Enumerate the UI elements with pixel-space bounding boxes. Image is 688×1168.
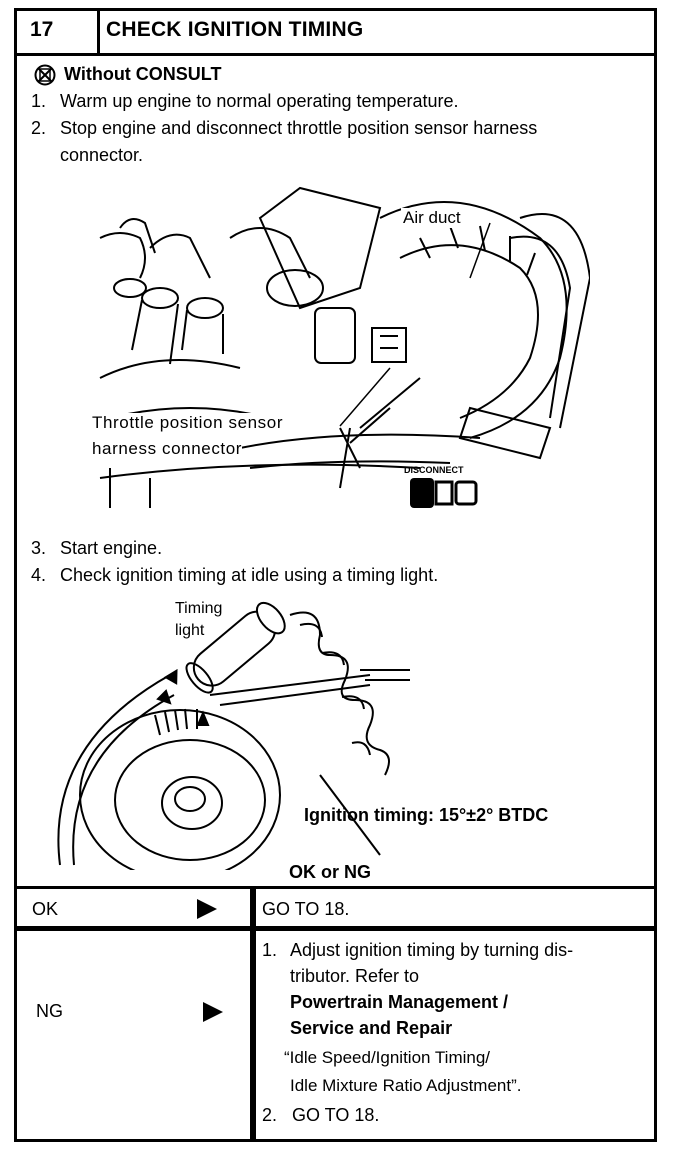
table-row-divider — [14, 926, 657, 931]
table-column-divider — [250, 886, 256, 1142]
ng-item2-num: 2. — [262, 1105, 278, 1125]
tps-label-line2: harness connector — [92, 439, 243, 459]
step-4-text: Check ignition timing at idle using a ti… — [60, 565, 439, 585]
ng-arrow-icon — [203, 1002, 223, 1022]
ok-arrow-icon — [197, 899, 217, 919]
ng-item1-num: 1. — [262, 940, 278, 960]
step-header: 17 CHECK IGNITION TIMING — [14, 8, 657, 56]
step-title: CHECK IGNITION TIMING — [106, 18, 364, 41]
ok-label: OK — [32, 899, 59, 919]
step-1-text: Warm up engine to normal operating tempe… — [60, 91, 459, 111]
ng-item1-line1: Adjust ignition timing by turning dis- — [290, 940, 574, 960]
step-2-text-line2: connector. — [60, 145, 144, 165]
engine-bay-illustration — [99, 186, 590, 508]
timing-light-label-line1: Timing — [175, 600, 223, 617]
procedure-frame — [14, 8, 657, 1142]
step-number: 17 — [14, 8, 100, 53]
step-2-num: 2. — [31, 118, 47, 138]
ng-item1-quote2: Idle Mixture Ratio Adjustment”. — [290, 1076, 522, 1095]
table-top-border — [14, 886, 657, 889]
timing-light-label-line2: light — [175, 622, 205, 639]
tps-label-line1: Throttle position sensor — [92, 413, 284, 433]
step-2-text-line1: Stop engine and disconnect throttle posi… — [60, 118, 538, 138]
air-duct-label: Air duct — [401, 208, 463, 228]
step-4-num: 4. — [31, 565, 47, 585]
step-3-num: 3. — [31, 538, 47, 558]
no-consult-icon — [34, 64, 56, 86]
ng-item1-quote1: “Idle Speed/Ignition Timing/ — [284, 1048, 491, 1067]
ng-item2-text: GO TO 18. — [292, 1105, 380, 1125]
ng-item1-ref-bold2: Service and Repair — [290, 1018, 453, 1038]
ok-ng-heading: OK or NG — [289, 862, 372, 882]
step-1-num: 1. — [31, 91, 47, 111]
disconnect-label: DISCONNECT — [404, 465, 464, 475]
timing-light-illustration — [57, 601, 410, 870]
ng-item1-line2: tributor. Refer to — [290, 966, 420, 986]
step-3-text: Start engine. — [60, 538, 163, 558]
ng-label: NG — [36, 1001, 63, 1021]
without-consult-label: Without CONSULT — [64, 64, 222, 84]
ignition-timing-spec: Ignition timing: 15°±2° BTDC — [304, 805, 549, 825]
ng-item1-ref-bold1: Powertrain Management / — [290, 992, 509, 1012]
ok-action: GO TO 18. — [262, 899, 350, 919]
